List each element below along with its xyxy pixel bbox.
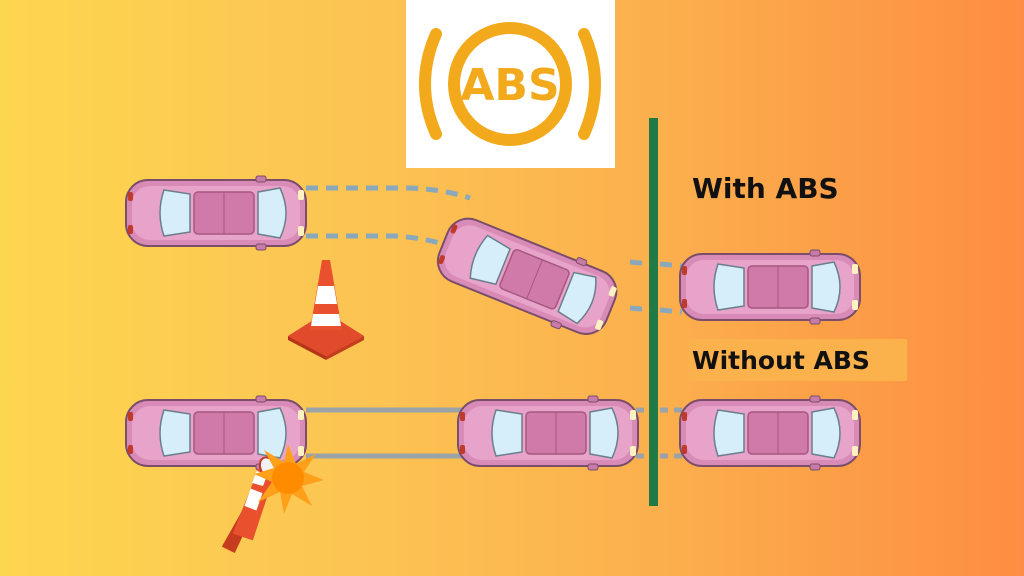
without-abs-label-bg xyxy=(687,339,907,381)
car-icon xyxy=(679,249,861,325)
abs-logo: ABS xyxy=(406,0,615,168)
abs-logo-text: ABS xyxy=(460,60,559,111)
car-icon xyxy=(428,207,626,346)
traffic-cone-icon xyxy=(221,456,280,554)
car-icon xyxy=(125,395,307,471)
traffic-cone-icon xyxy=(288,260,364,360)
abs-warning-icon: ABS xyxy=(419,22,601,146)
car-icon xyxy=(679,395,861,471)
without-abs-label: Without ABS xyxy=(692,346,870,375)
barrier-line-icon xyxy=(649,118,658,506)
impact-burst-icon xyxy=(254,444,324,514)
with-abs-label: With ABS xyxy=(692,172,839,205)
car-icon xyxy=(125,175,307,251)
car-icon xyxy=(457,395,639,471)
without-abs-path xyxy=(306,407,682,459)
